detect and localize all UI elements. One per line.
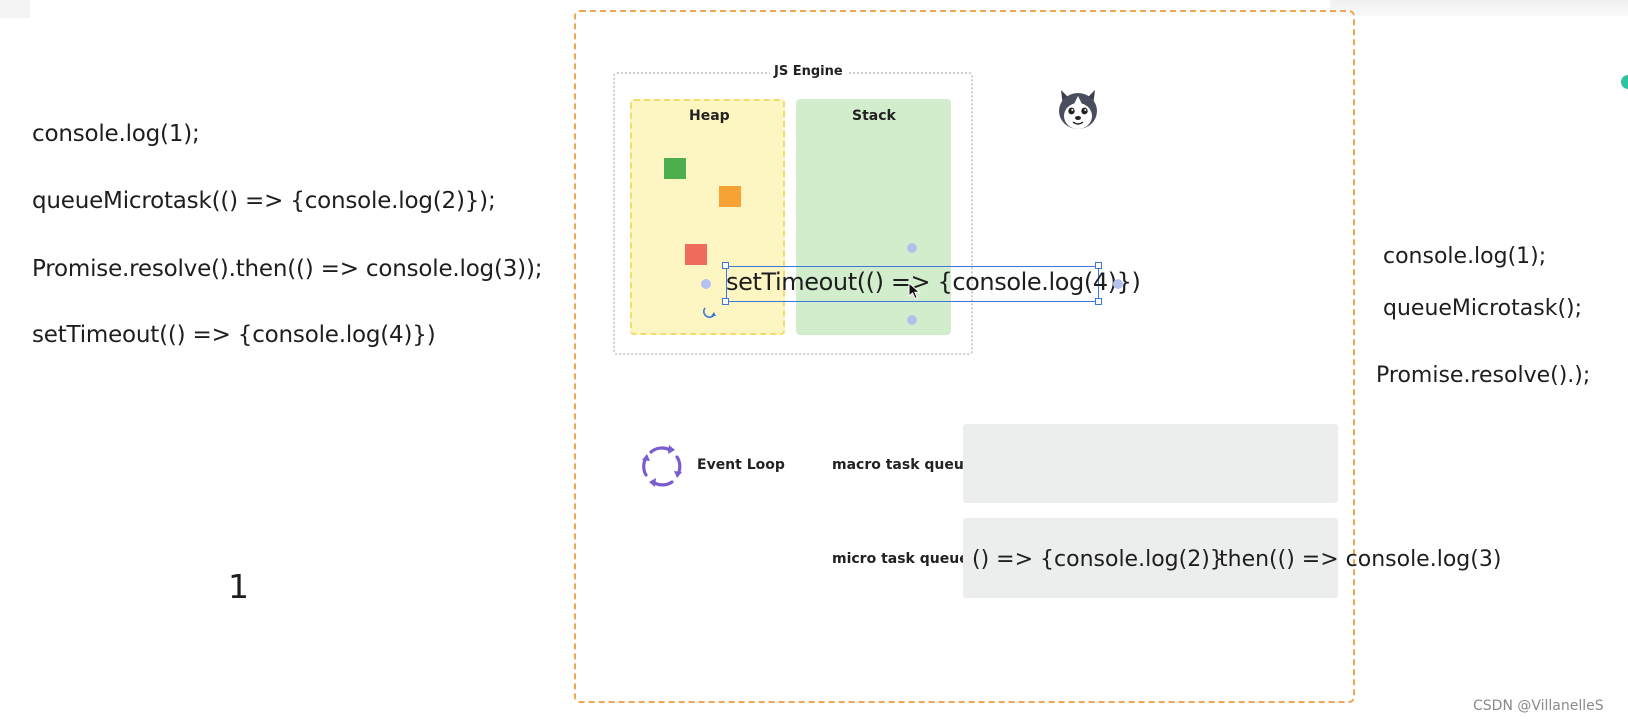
micro-task-queue bbox=[963, 518, 1338, 598]
heap-object-green bbox=[664, 158, 686, 179]
code-line-4: setTimeout(() => {console.log(4)}) bbox=[32, 322, 436, 348]
resize-handle-bottom-left[interactable] bbox=[722, 298, 729, 305]
micro-queue-item-1: () => {console.log(2)} bbox=[972, 547, 1224, 572]
event-loop-cycle-icon bbox=[639, 443, 685, 489]
micro-queue-item-2: then(() => console.log(3) bbox=[1219, 547, 1502, 572]
connector-point-top[interactable] bbox=[907, 243, 917, 253]
resize-handle-top-left[interactable] bbox=[722, 262, 729, 269]
selected-shape[interactable] bbox=[726, 266, 1099, 302]
mouse-cursor-icon bbox=[908, 281, 922, 300]
rotate-handle-icon[interactable] bbox=[702, 302, 718, 318]
heap-title: Heap bbox=[689, 108, 730, 124]
heap-object-orange bbox=[719, 186, 741, 207]
stack-title: Stack bbox=[852, 108, 896, 124]
code-line-3: Promise.resolve().then(() => console.log… bbox=[32, 256, 543, 282]
macro-task-queue bbox=[963, 424, 1338, 503]
right-code-line-2: queueMicrotask(); bbox=[1383, 296, 1583, 321]
js-engine-label: JS Engine bbox=[770, 64, 847, 79]
micro-queue-label: micro task queue bbox=[832, 551, 969, 567]
watermark: CSDN @VillanelleS bbox=[1473, 698, 1604, 714]
code-line-1: console.log(1); bbox=[32, 121, 200, 147]
event-loop-label: Event Loop bbox=[697, 457, 785, 473]
right-code-line-3: Promise.resolve().); bbox=[1376, 363, 1591, 388]
code-line-2: queueMicrotask(() => {console.log(2)}); bbox=[32, 188, 496, 214]
connector-point-right[interactable] bbox=[1113, 279, 1123, 289]
heap-panel bbox=[630, 99, 785, 335]
console-output: 1 bbox=[228, 567, 249, 606]
macro-queue-label: macro task queue bbox=[832, 457, 974, 473]
resize-handle-top-right[interactable] bbox=[1095, 262, 1102, 269]
edge-indicator bbox=[1621, 75, 1628, 89]
selected-shape-text[interactable]: setTimeout(() => {console.log(4)}) bbox=[726, 268, 1141, 296]
resize-handle-bottom-right[interactable] bbox=[1095, 298, 1102, 305]
heap-object-red bbox=[685, 244, 707, 265]
husky-mascot-icon bbox=[1055, 86, 1101, 132]
right-code-line-1: console.log(1); bbox=[1383, 244, 1547, 269]
top-left-edge bbox=[0, 0, 30, 18]
connector-point-left[interactable] bbox=[701, 279, 711, 289]
stack-panel bbox=[796, 99, 951, 335]
connector-point-bottom[interactable] bbox=[907, 315, 917, 325]
diagram-canvas[interactable] bbox=[574, 10, 1355, 703]
top-right-edge bbox=[1330, 0, 1628, 16]
